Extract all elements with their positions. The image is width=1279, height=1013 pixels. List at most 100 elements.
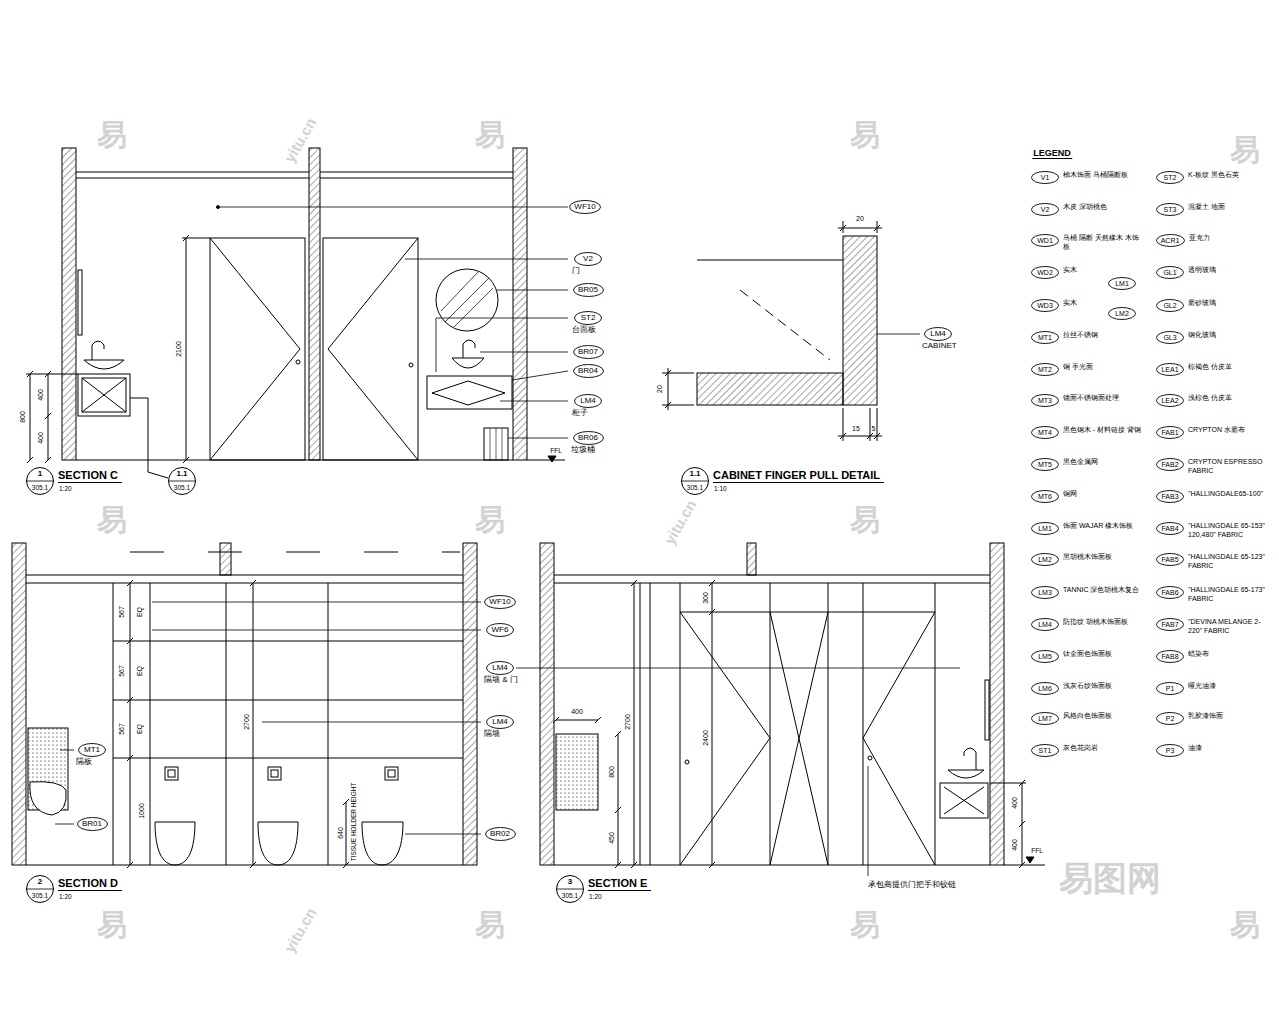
- legend-tag: LM4防指纹 胡桃木饰面板: [1031, 618, 1059, 631]
- tag-code: LM2: [1108, 307, 1136, 320]
- tag-outline: [1032, 586, 1059, 598]
- tag-code: FAB8: [1156, 650, 1184, 663]
- drawing-path: [92, 341, 104, 360]
- legend-description: TANNIC 深色胡桃木复合: [1063, 585, 1145, 594]
- drawing-path: [130, 552, 460, 553]
- legend-tag: WD1马桶 隔断 天然橡木 木饰板: [1031, 234, 1059, 247]
- legend-description: 马桶 隔断 天然橡木 木饰板: [1063, 233, 1145, 251]
- legend-tag: ST1灰色花岗岩: [1031, 744, 1059, 757]
- tag-note: 门: [572, 267, 580, 276]
- legend-tag: LM2: [1108, 307, 1136, 320]
- drawing-rect: [385, 767, 398, 780]
- section-title: SECTION E: [588, 877, 651, 891]
- legend-description: 浅棕色 仿皮革: [1188, 393, 1270, 402]
- drawing-path: [964, 748, 976, 770]
- legend-description: 黑胡桃木饰面板: [1063, 552, 1145, 561]
- legend-description: 木皮 深胡桃色: [1063, 202, 1145, 211]
- legend-description: 风格白色饰面板: [1063, 711, 1145, 720]
- legend-tag: P2乳胶漆饰面: [1156, 712, 1184, 725]
- drawing-rect: [210, 238, 305, 460]
- drawing-circle: [685, 760, 689, 764]
- tag-outline: [575, 312, 602, 325]
- tag-note: CABINET: [922, 342, 957, 351]
- tag-outline: [1157, 203, 1184, 215]
- tag-code: MT2: [1031, 363, 1059, 376]
- scale: 1:20: [59, 485, 72, 492]
- tag-outline: [1032, 553, 1059, 565]
- drawing-path: [640, 583, 935, 865]
- dimension: 567: [118, 722, 125, 736]
- drawing-path: [343, 799, 349, 868]
- drawing-path: [490, 428, 502, 460]
- dimension: 400: [1011, 796, 1018, 810]
- tag-code: GL2: [1156, 299, 1184, 312]
- drawing-circle: [409, 363, 413, 367]
- dimension: EQ: [136, 606, 143, 618]
- section-title: CABINET FINGER PULL DETAIL: [713, 469, 884, 483]
- tag-code: FAB7: [1156, 618, 1184, 631]
- material-tag: WF6: [486, 623, 514, 637]
- tag-outline: [570, 201, 601, 214]
- material-tag: LM4CABINET: [924, 327, 952, 341]
- tag-outline: [1157, 490, 1184, 502]
- tag-outline: [1157, 618, 1184, 630]
- drawing-path: [463, 340, 475, 358]
- drawing-path: [441, 272, 493, 327]
- tag-code: GL1: [1156, 266, 1184, 279]
- drawing-polygon: [548, 456, 556, 462]
- legend-tag: FAB2CRYPTON ESPRESSO FABRIC: [1156, 458, 1184, 471]
- drawing-path: [615, 731, 621, 868]
- drawing-path: [250, 580, 256, 868]
- section-divider: [27, 889, 54, 890]
- legend-description: 黑色钢木 - 材料链接 背钢: [1063, 425, 1145, 434]
- tag-outline: [1032, 650, 1059, 662]
- section-divider: [27, 481, 54, 482]
- tag-code: V2: [574, 252, 602, 266]
- legend-tag: MT1拉丝不锈钢: [1031, 331, 1059, 344]
- section-number: 1.1: [168, 468, 196, 480]
- drawing-rect: [62, 148, 76, 460]
- legend-tag: LM1饰面 WAJAR 橡木饰板: [1031, 522, 1059, 535]
- legend-description: 灰色花岗岩: [1063, 743, 1145, 752]
- section-outline: [27, 468, 54, 495]
- legend-description: "HALLINGDALE65-100": [1188, 489, 1270, 498]
- tag-outline: [1032, 744, 1059, 756]
- tag-code: LM4: [1031, 618, 1059, 631]
- drawing-path: [631, 580, 637, 868]
- tag-outline: [1157, 522, 1184, 534]
- drawing-path: [527, 460, 565, 461]
- legend-description: 油漆: [1188, 743, 1270, 752]
- drawing-path: [452, 358, 484, 368]
- material-tag: V2门: [574, 252, 602, 266]
- tag-outline: [1157, 650, 1184, 662]
- tag-outline: [1032, 266, 1059, 278]
- watermark: yitu.cn: [661, 496, 699, 547]
- tag-code: MT4: [1031, 426, 1059, 439]
- tag-code: ST3: [1156, 203, 1184, 216]
- dimension: 2700: [243, 713, 250, 731]
- tag-code: P1: [1156, 682, 1184, 695]
- dimension: 640: [337, 826, 344, 840]
- legend-tag: LM6浅灰石纹饰面板: [1031, 682, 1059, 695]
- tag-code: FAB5: [1156, 553, 1184, 566]
- watermark: 易: [96, 505, 128, 535]
- legend-description: 实木: [1063, 265, 1145, 274]
- material-tag: MT1隔板: [78, 743, 106, 757]
- tag-code: MT1: [78, 743, 106, 757]
- section-number: 1.1: [681, 468, 709, 480]
- drawing-rect: [513, 148, 527, 460]
- legend-description: 防指纹 胡桃木饰面板: [1063, 617, 1145, 626]
- tag-outline: [1032, 299, 1059, 311]
- drawing-path: [155, 822, 195, 865]
- tag-outline: [1157, 331, 1184, 343]
- legend-tag: MT2铜 手光面: [1031, 363, 1059, 376]
- drawing-path: [554, 575, 990, 865]
- drawing-rect: [323, 238, 418, 460]
- drawing-path: [127, 580, 133, 868]
- dimension: 20: [656, 384, 663, 394]
- drawing-rect: [484, 428, 508, 460]
- dimension: 2700: [624, 713, 631, 731]
- tag-outline: [1156, 234, 1184, 246]
- material-tag: ST2台面板: [574, 311, 602, 325]
- tag-code: WF10: [484, 595, 516, 609]
